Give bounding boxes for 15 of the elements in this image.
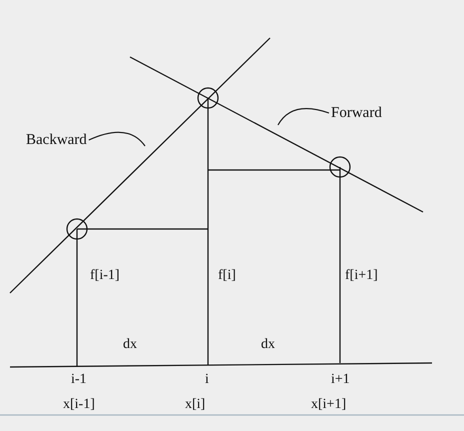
leader-line xyxy=(278,108,330,126)
index-label: i xyxy=(205,372,209,388)
index-label: i-1 xyxy=(71,372,87,388)
function-value-label: f[i] xyxy=(218,268,236,284)
line-label: Backward xyxy=(26,132,87,148)
line-label: Forward xyxy=(331,105,382,121)
index-label: i+1 xyxy=(331,372,350,388)
step-label: dx xyxy=(261,337,275,353)
step-label: dx xyxy=(123,337,137,353)
coordinate-label: x[i-1] xyxy=(63,397,95,413)
coordinate-label: x[i] xyxy=(185,397,206,413)
function-value-label: f[i-1] xyxy=(90,268,120,284)
leader-line xyxy=(88,132,146,146)
function-value-label: f[i+1] xyxy=(345,268,378,284)
coordinate-label: x[i+1] xyxy=(311,397,346,413)
